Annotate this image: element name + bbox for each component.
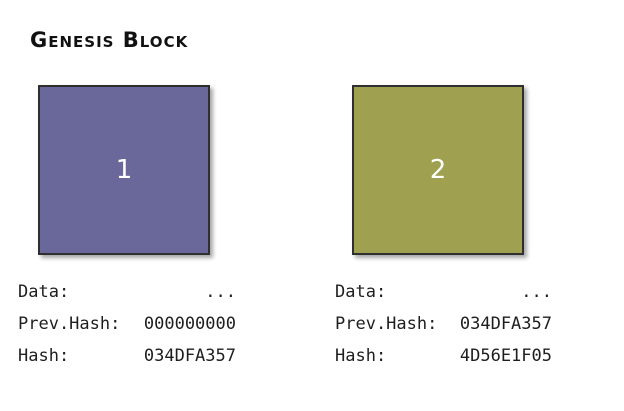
block-2: 2: [352, 85, 524, 255]
prev-hash-label: Prev.Hash:: [18, 314, 121, 334]
block-number: 2: [429, 155, 447, 185]
data-row: Data: ...: [18, 282, 236, 314]
data-value: ...: [521, 282, 552, 302]
genesis-block-heading: Genesis Block: [30, 28, 189, 52]
prev-hash-row: Prev.Hash: 000000000: [18, 314, 236, 346]
hash-value: 034DFA357: [143, 346, 236, 366]
hash-row: Hash: 034DFA357: [18, 346, 236, 378]
hash-row: Hash: 4D56E1F05: [335, 346, 552, 378]
prev-hash-value: 000000000: [143, 314, 236, 334]
data-label: Data:: [335, 282, 387, 302]
hash-label: Hash:: [18, 346, 70, 366]
block-number: 1: [115, 155, 133, 185]
hash-label: Hash:: [335, 346, 387, 366]
block-1-details: Data: ... Prev.Hash: 000000000 Hash: 034…: [18, 282, 236, 378]
block-1: 1: [38, 85, 210, 255]
prev-hash-value: 034DFA357: [459, 314, 552, 334]
data-value: ...: [205, 282, 236, 302]
data-row: Data: ...: [335, 282, 552, 314]
prev-hash-label: Prev.Hash:: [335, 314, 438, 334]
data-label: Data:: [18, 282, 70, 302]
prev-hash-row: Prev.Hash: 034DFA357: [335, 314, 552, 346]
block-2-details: Data: ... Prev.Hash: 034DFA357 Hash: 4D5…: [335, 282, 552, 378]
hash-value: 4D56E1F05: [459, 346, 552, 366]
